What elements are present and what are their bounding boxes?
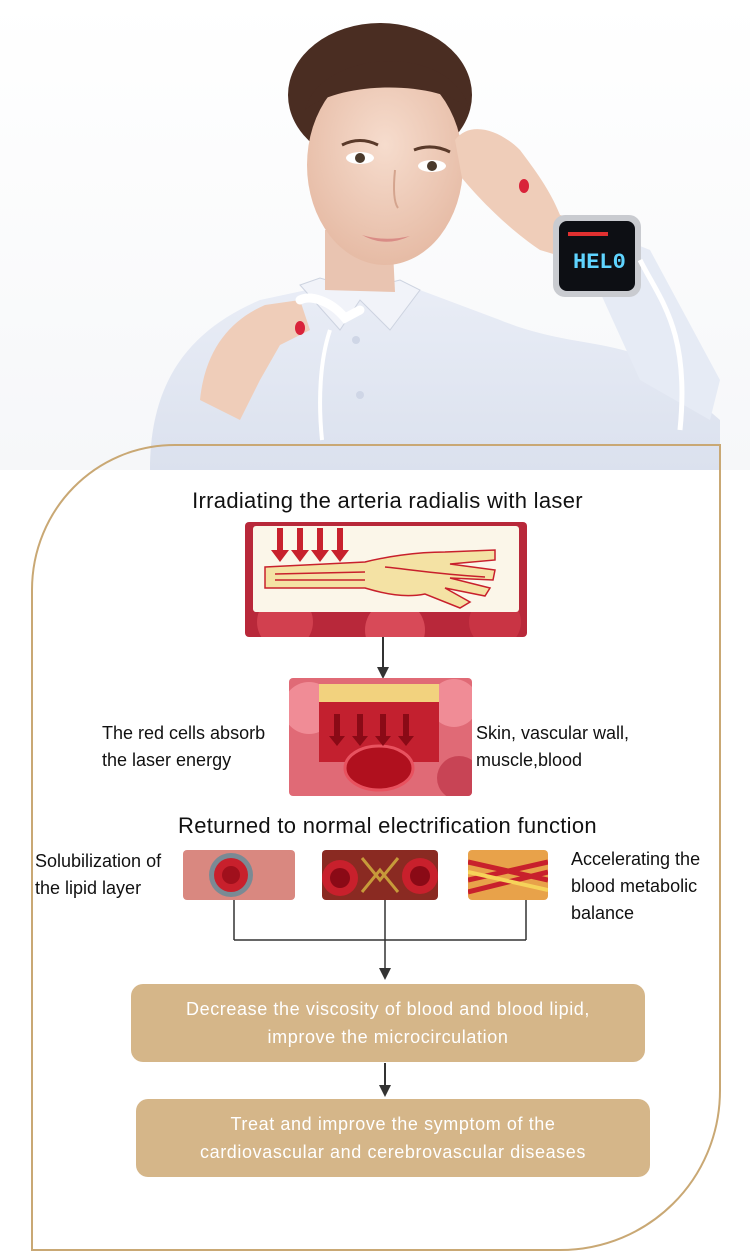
woman-with-wrist-laser-device-image: HEL0 <box>0 0 750 470</box>
device-display-readout: HEL0 <box>573 250 626 275</box>
lipid-label-line2: the lipid layer <box>35 878 142 898</box>
absorb-label-line2: the laser energy <box>102 750 232 770</box>
lipid-layer-image <box>183 850 295 900</box>
red-cells-image <box>322 850 438 900</box>
result-box-microcirculation: Decrease the viscosity of blood and bloo… <box>131 984 645 1062</box>
blood-cells-absorb-image <box>289 678 472 796</box>
laser-arrow-icons <box>271 528 349 562</box>
lipid-label-line1: Solubilization of <box>35 851 162 871</box>
blood-metabolic-image <box>468 850 548 900</box>
tissue-label-line1: Skin, vascular wall, <box>476 723 630 743</box>
lipid-label: Solubilization of the lipid layer <box>35 848 185 902</box>
step1-title: Irradiating the arteria radialis with la… <box>192 488 583 513</box>
metabolic-label-line1: Accelerating the <box>571 849 701 869</box>
result1-line2: improve the microcirculation <box>267 1027 509 1047</box>
absorb-label: The red cells absorb the laser energy <box>102 720 292 774</box>
metabolic-label-line2: blood metabolic <box>571 876 698 896</box>
arm-irradiation-image <box>245 522 527 637</box>
arrow-down-icon <box>377 637 389 679</box>
metabolic-label-line3: balance <box>571 903 635 923</box>
result2-line2: cardiovascular and cerebrovascular disea… <box>200 1142 586 1162</box>
arrow-down-icon <box>379 968 391 980</box>
tissue-label-line2: muscle,blood <box>476 750 583 770</box>
hero-photo: HEL0 <box>0 0 750 470</box>
result1-line1: Decrease the viscosity of blood and bloo… <box>185 999 591 1019</box>
merge-connector <box>233 900 527 980</box>
absorb-label-line1: The red cells absorb <box>102 723 266 743</box>
arrow-down-icon <box>379 1063 391 1097</box>
result2-line1: Treat and improve the symptom of the <box>230 1114 556 1134</box>
result-box-cardiovascular: Treat and improve the symptom of the car… <box>136 1099 650 1177</box>
metabolic-label: Accelerating the blood metabolic balance <box>571 846 731 927</box>
step2-title: Returned to normal electrification funct… <box>178 813 597 838</box>
tissue-label: Skin, vascular wall, muscle,blood <box>476 720 676 774</box>
